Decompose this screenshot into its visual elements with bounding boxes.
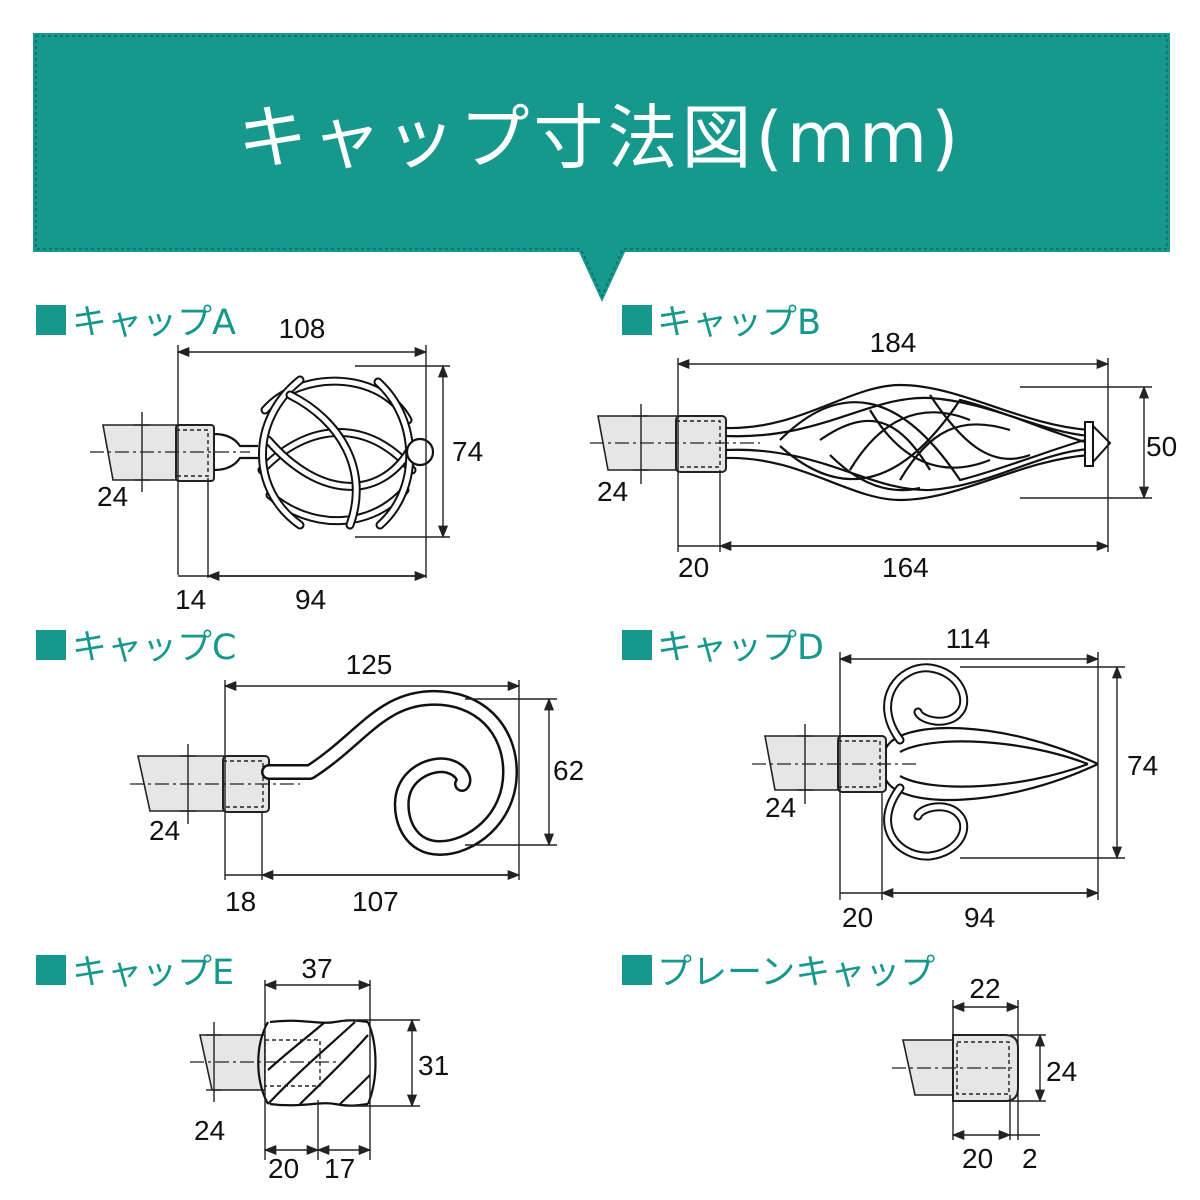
square-bullet-icon (36, 955, 66, 985)
dim-label-height-c: 62 (553, 755, 584, 786)
section-cap-e: キャップE 37 31 24 20 17 (36, 953, 449, 1184)
dim-label-joint-e: 20 (268, 1153, 299, 1184)
dim-label-rod-c: 24 (149, 815, 180, 846)
page-title: キャップ寸法図(mm) (238, 97, 963, 179)
cage-ball-ornament (257, 372, 435, 532)
dim-label-body-e: 17 (324, 1153, 355, 1184)
twisted-cage-ornament (725, 383, 1112, 502)
fleur-de-lis-ornament (883, 663, 1099, 861)
dim-label-height-plain: 24 (1046, 1056, 1077, 1087)
dim-label-tip-plain: 2 (1022, 1143, 1038, 1174)
twisted-rope-ornament (257, 1019, 377, 1107)
section-title-cap-e: キャップE (72, 953, 234, 993)
dim-label-joint-d: 20 (842, 902, 873, 933)
socket-hidden-line (175, 429, 209, 477)
square-bullet-icon (36, 630, 66, 660)
section-plain-cap: プレーンキャップ 22 24 20 2 (622, 953, 1077, 1174)
dim-label-total-b: 184 (870, 327, 917, 358)
section-title-cap-c: キャップC (72, 628, 236, 668)
cap-socket (675, 415, 727, 473)
header-banner: キャップ寸法図(mm) (33, 33, 1170, 302)
section-title-cap-a: キャップA (72, 303, 236, 343)
cap-neck (213, 432, 258, 448)
dim-label-joint-b: 20 (678, 552, 709, 583)
section-title-cap-d: キャップD (657, 628, 824, 668)
square-bullet-icon (622, 305, 652, 335)
dim-label-height-a: 74 (452, 436, 483, 467)
socket-hidden-line (675, 420, 721, 468)
dim-label-body-d: 94 (964, 902, 995, 933)
dim-label-rod-e: 24 (194, 1115, 225, 1146)
section-title-cap-b: キャップB (657, 303, 821, 343)
dim-label-joint-plain: 20 (962, 1143, 993, 1174)
section-cap-c: キャップC 125 62 24 18 107 (36, 628, 584, 917)
dim-label-body-a: 94 (295, 584, 326, 615)
dim-label-body-c: 107 (352, 886, 399, 917)
curtain-rod (764, 735, 841, 791)
socket-hidden-line (956, 1041, 1010, 1095)
dim-label-total-e: 37 (301, 953, 332, 984)
square-bullet-icon (622, 630, 652, 660)
dim-label-joint-a: 14 (175, 584, 206, 615)
dim-label-rod-d: 24 (765, 792, 796, 823)
dim-label-body-b: 164 (882, 552, 929, 583)
square-bullet-icon (622, 955, 652, 985)
dim-label-total-plain: 22 (969, 973, 1000, 1004)
section-cap-d: キャップD 114 74 24 20 94 (622, 623, 1158, 933)
section-cap-b: キャップB 184 50 (590, 303, 1177, 583)
square-bullet-icon (36, 305, 66, 335)
dim-label-height-d: 74 (1127, 750, 1158, 781)
section-cap-a: キャップA (36, 303, 483, 615)
dim-label-total-c: 125 (346, 649, 393, 680)
dim-label-height-e: 31 (418, 1050, 449, 1081)
dim-label-rod-b: 24 (597, 476, 628, 507)
dim-label-rod-a: 24 (97, 481, 128, 512)
scroll-ornament (261, 689, 518, 856)
section-title-plain-cap: プレーンキャップ (657, 953, 935, 993)
dim-label-height-b: 50 (1146, 431, 1177, 462)
dim-label-total-d: 114 (946, 623, 991, 654)
dim-label-total-a: 108 (279, 313, 326, 344)
dim-label-joint-c: 18 (225, 886, 256, 917)
